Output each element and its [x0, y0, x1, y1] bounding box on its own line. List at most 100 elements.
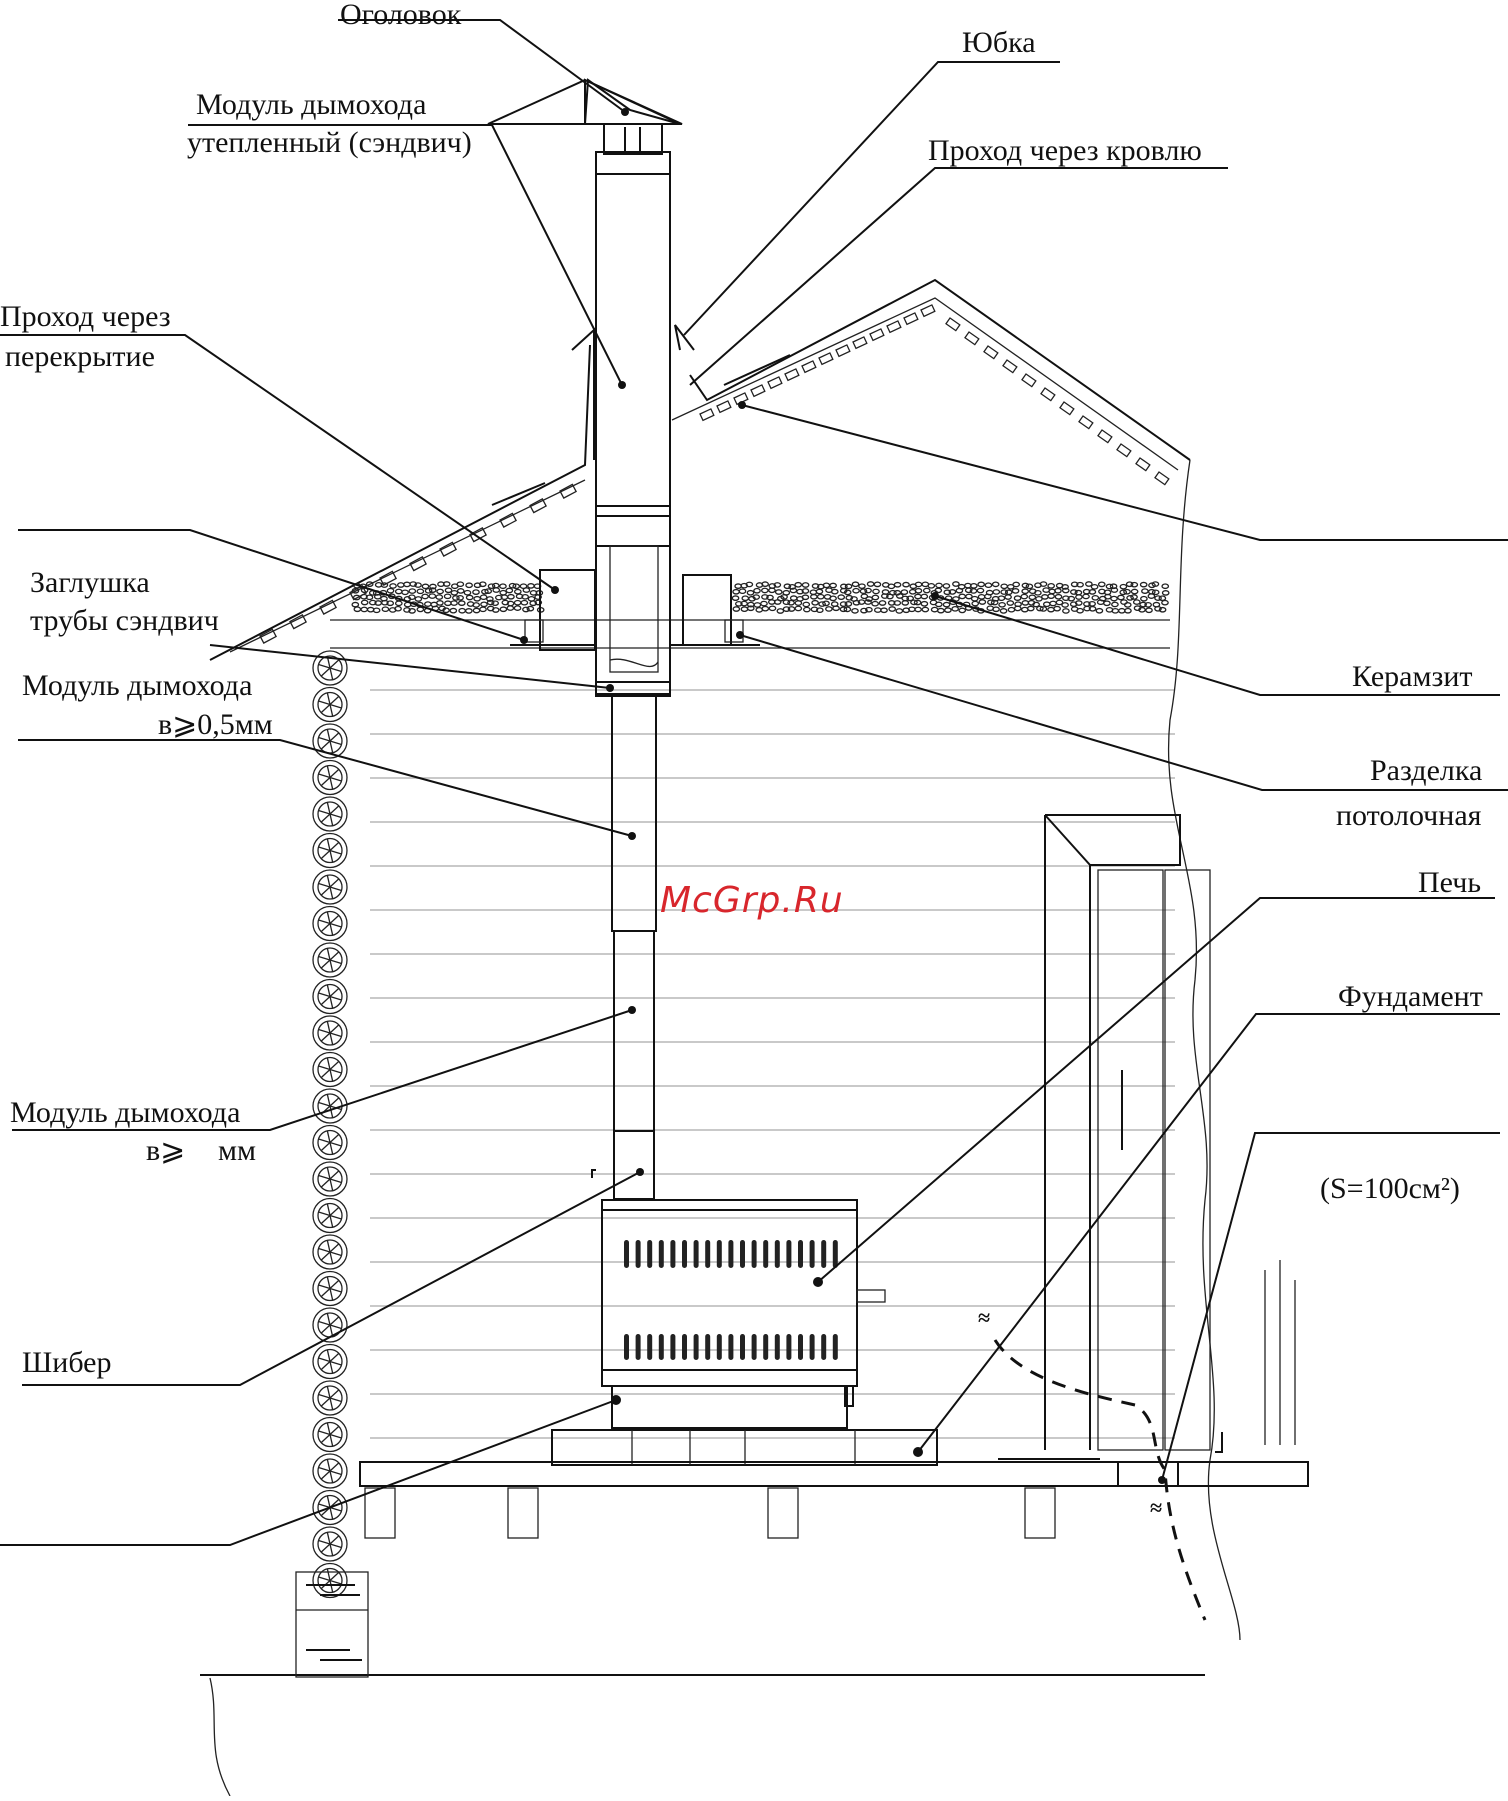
keramzit-pebble	[353, 606, 362, 613]
keramzit-pebble	[948, 589, 957, 595]
log-crack	[318, 1539, 331, 1545]
keramzit-pebble	[910, 599, 918, 606]
log-crack	[329, 776, 342, 782]
keramzit-pebble	[1041, 594, 1049, 600]
keramzit-pebble	[506, 605, 515, 611]
keramzit-pebble	[773, 582, 782, 588]
keramzit-pebble	[442, 581, 451, 587]
roof-mark	[699, 408, 715, 422]
label-modul-uteplenny-2: утепленный (сэндвич)	[187, 126, 472, 159]
log-crack	[329, 1352, 340, 1362]
roof-mark	[289, 614, 307, 630]
log-end	[312, 1270, 348, 1307]
keramzit-pebble	[1054, 587, 1062, 594]
log-crack	[329, 923, 334, 936]
keramzit-pebble	[914, 606, 922, 613]
keramzit-pebble	[977, 593, 986, 600]
keramzit-pebble	[1117, 594, 1125, 601]
stove-vent	[763, 1240, 769, 1268]
keramzit-pebble	[745, 581, 754, 588]
leader-lines	[0, 19, 1508, 1546]
keramzit-pebble	[787, 599, 795, 606]
keramzit-pebble	[843, 589, 852, 596]
keramzit-pebble	[408, 588, 417, 594]
log-crack	[329, 1462, 340, 1472]
keramzit-pebble	[1161, 590, 1170, 596]
keramzit-pebble	[414, 596, 423, 602]
keramzit-pebble	[958, 593, 967, 600]
keramzit-pebble	[741, 595, 750, 602]
keramzit-pebble	[1062, 608, 1070, 614]
keramzit-pebble	[1161, 583, 1170, 590]
stove-vent	[798, 1240, 803, 1268]
keramzit-pebble	[768, 587, 776, 594]
keramzit-pebble	[513, 605, 522, 611]
keramzit-pebble	[1053, 605, 1061, 612]
log-crack	[329, 1068, 342, 1074]
keramzit-pebble	[1111, 601, 1119, 608]
keramzit-pebble	[428, 587, 437, 593]
svg-text:≈: ≈	[978, 1305, 990, 1330]
keramzit-pebble	[844, 583, 853, 590]
keramzit-pebble	[1039, 581, 1048, 587]
keramzit-pebble	[1120, 599, 1128, 605]
log-crack	[326, 1167, 331, 1180]
roof-mark	[852, 336, 868, 350]
stove-vent	[786, 1240, 792, 1268]
log-crack	[326, 984, 331, 997]
roof-mark	[886, 320, 902, 334]
keramzit-pebble	[822, 600, 830, 607]
keramzit-pebble	[1139, 601, 1147, 608]
chimney	[487, 78, 695, 1200]
keramzit-pebble	[408, 594, 416, 601]
keramzit-pebble	[1075, 594, 1083, 600]
log-end	[312, 1088, 348, 1124]
log-crack	[329, 1288, 334, 1301]
keramzit-pebble	[998, 601, 1006, 608]
keramzit-pebble	[1006, 600, 1015, 606]
roof-mark	[1135, 457, 1151, 472]
keramzit-pebble	[752, 594, 761, 600]
keramzit-pebble	[971, 600, 980, 607]
log-crack	[326, 729, 331, 742]
keramzit-pebble	[1061, 584, 1069, 590]
keramzit-pebble	[951, 605, 959, 612]
roof-mark	[964, 331, 980, 346]
keramzit-pebble	[515, 593, 524, 600]
keramzit-pebble	[484, 588, 493, 594]
log-crack	[320, 959, 331, 969]
keramzit-pebble	[401, 589, 409, 596]
svg-text:≈: ≈	[1150, 1495, 1162, 1520]
log-ring	[317, 1385, 343, 1411]
keramzit-pebble	[1025, 583, 1034, 590]
stove-vent	[647, 1240, 653, 1268]
label-shiber: Шибер	[22, 1346, 112, 1379]
stove-vent	[635, 1240, 641, 1268]
keramzit-pebble	[746, 605, 755, 612]
keramzit-pebble	[491, 607, 500, 613]
keramzit-pebble	[527, 595, 536, 602]
log-end	[312, 686, 348, 723]
keramzit-pebble	[437, 581, 445, 588]
keramzit-pebble	[1095, 607, 1104, 614]
keramzit-pebble	[436, 600, 444, 606]
keramzit-pebble	[1091, 594, 1100, 601]
keramzit-pebble	[895, 608, 904, 614]
keramzit-pebble	[1061, 587, 1070, 594]
roof-mark	[439, 541, 457, 557]
roof-insulation-marks	[259, 304, 1170, 644]
log-ring	[317, 1421, 343, 1448]
keramzit-pebble	[416, 588, 425, 595]
stove-vent	[716, 1240, 722, 1268]
log-ring	[317, 1239, 343, 1265]
keramzit-pebble	[472, 589, 480, 595]
keramzit-pebble	[1000, 583, 1009, 590]
log-ring	[317, 910, 343, 937]
keramzit-pebble	[491, 582, 500, 589]
keramzit-pebble	[753, 587, 761, 594]
keramzit-pebble	[1124, 607, 1132, 614]
log-crack	[320, 850, 331, 860]
keramzit-pebble	[1021, 582, 1030, 589]
keramzit-pebble	[1013, 605, 1022, 612]
